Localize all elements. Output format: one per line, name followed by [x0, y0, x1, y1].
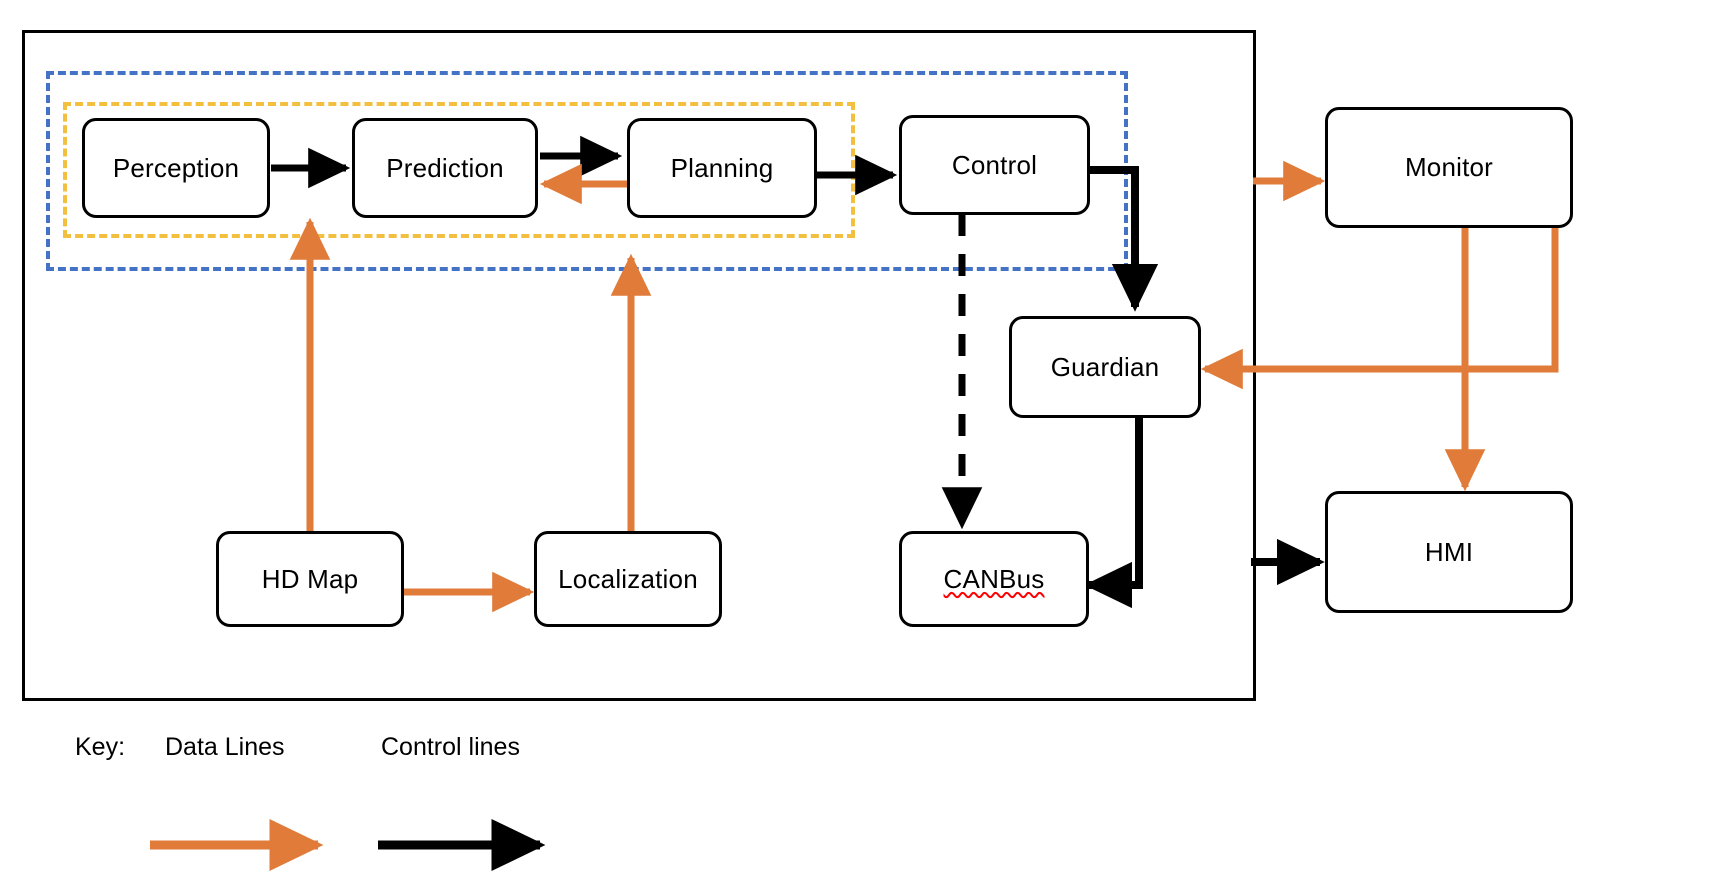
node-hmi[interactable]: HMI: [1325, 491, 1573, 613]
edge-monitor-to-guardian: [1200, 228, 1559, 390]
node-localization-label: Localization: [558, 563, 698, 594]
node-hmi-label: HMI: [1424, 536, 1474, 567]
node-guardian[interactable]: Guardian: [1009, 316, 1201, 418]
node-monitor-label: Monitor: [1404, 152, 1494, 183]
node-perception-label: Perception: [112, 152, 240, 183]
node-control-label: Control: [951, 149, 1038, 180]
node-hd-map[interactable]: HD Map: [216, 531, 404, 627]
node-monitor[interactable]: Monitor: [1325, 107, 1573, 228]
node-control[interactable]: Control: [899, 115, 1090, 215]
node-planning-label: Planning: [670, 152, 774, 183]
node-canbus-label: CANBus: [943, 563, 1045, 594]
legend-item-data-lines-label: Data Lines: [165, 733, 285, 761]
node-hd-map-label: HD Map: [261, 563, 359, 594]
node-canbus[interactable]: CANBus: [899, 531, 1089, 627]
legend-title: Key:: [75, 733, 126, 761]
node-perception[interactable]: Perception: [82, 118, 270, 218]
node-guardian-label: Guardian: [1050, 351, 1160, 382]
node-prediction-label: Prediction: [386, 152, 504, 183]
node-planning[interactable]: Planning: [627, 118, 817, 218]
node-localization[interactable]: Localization: [534, 531, 722, 627]
legend-item-control-lines-label: Control lines: [381, 733, 520, 761]
node-prediction[interactable]: Prediction: [352, 118, 538, 218]
yellow-dashed-group: [63, 102, 855, 238]
